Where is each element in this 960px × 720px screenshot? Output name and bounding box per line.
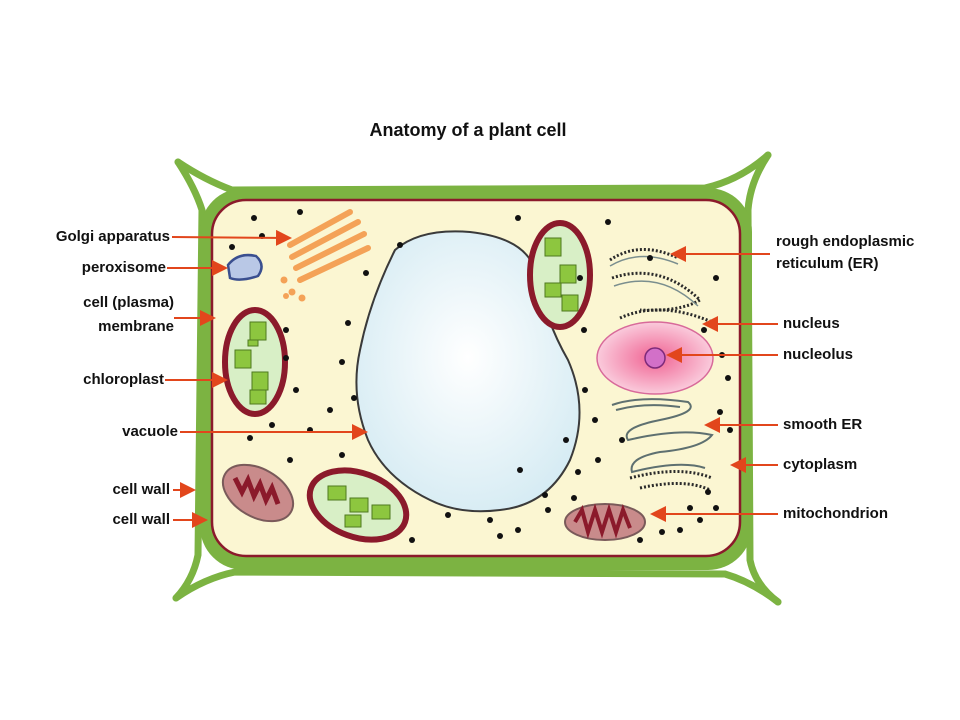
golgi-vesicles: [280, 276, 306, 302]
chloroplast-left: [222, 307, 288, 417]
label-rough-er-line1: rough endoplasmic: [776, 233, 915, 250]
smooth-er: [611, 398, 714, 474]
rough-er-bottom: [629, 470, 713, 492]
peroxisome: [226, 253, 263, 281]
mitochondrion-right: [564, 503, 646, 541]
label-arrows: [165, 229, 778, 528]
mitochondrion-left: [221, 463, 295, 523]
label-cytoplasm: cytoplasm: [783, 456, 858, 473]
label-mitochondrion: mitochondrion: [783, 505, 888, 522]
label-smooth-er: smooth ER: [783, 416, 863, 433]
arrow-golgi: [171, 229, 292, 246]
nucleolus: [644, 347, 666, 369]
golgi-apparatus: [287, 209, 371, 283]
label-cell-wall-2: cell wall: [112, 511, 170, 528]
label-cell-wall-1: cell wall: [112, 481, 170, 498]
label-peroxisome: peroxisome: [81, 259, 166, 276]
rough-er: [609, 248, 713, 324]
diagram-title: Anatomy of a plant cell: [369, 120, 567, 140]
chloroplast-bottom: [306, 467, 410, 543]
label-golgi-apparatus: Golgi apparatus: [55, 228, 170, 245]
label-nucleus: nucleus: [783, 315, 840, 332]
chloroplast-top: [527, 220, 593, 330]
label-cell-membrane-line2: membrane: [98, 318, 174, 335]
label-chloroplast: chloroplast: [83, 371, 164, 388]
label-nucleolus: nucleolus: [783, 346, 854, 363]
label-cell-membrane-line1: cell (plasma): [83, 294, 174, 311]
label-rough-er-line2: reticulum (ER): [776, 255, 879, 272]
label-vacuole: vacuole: [122, 423, 178, 440]
